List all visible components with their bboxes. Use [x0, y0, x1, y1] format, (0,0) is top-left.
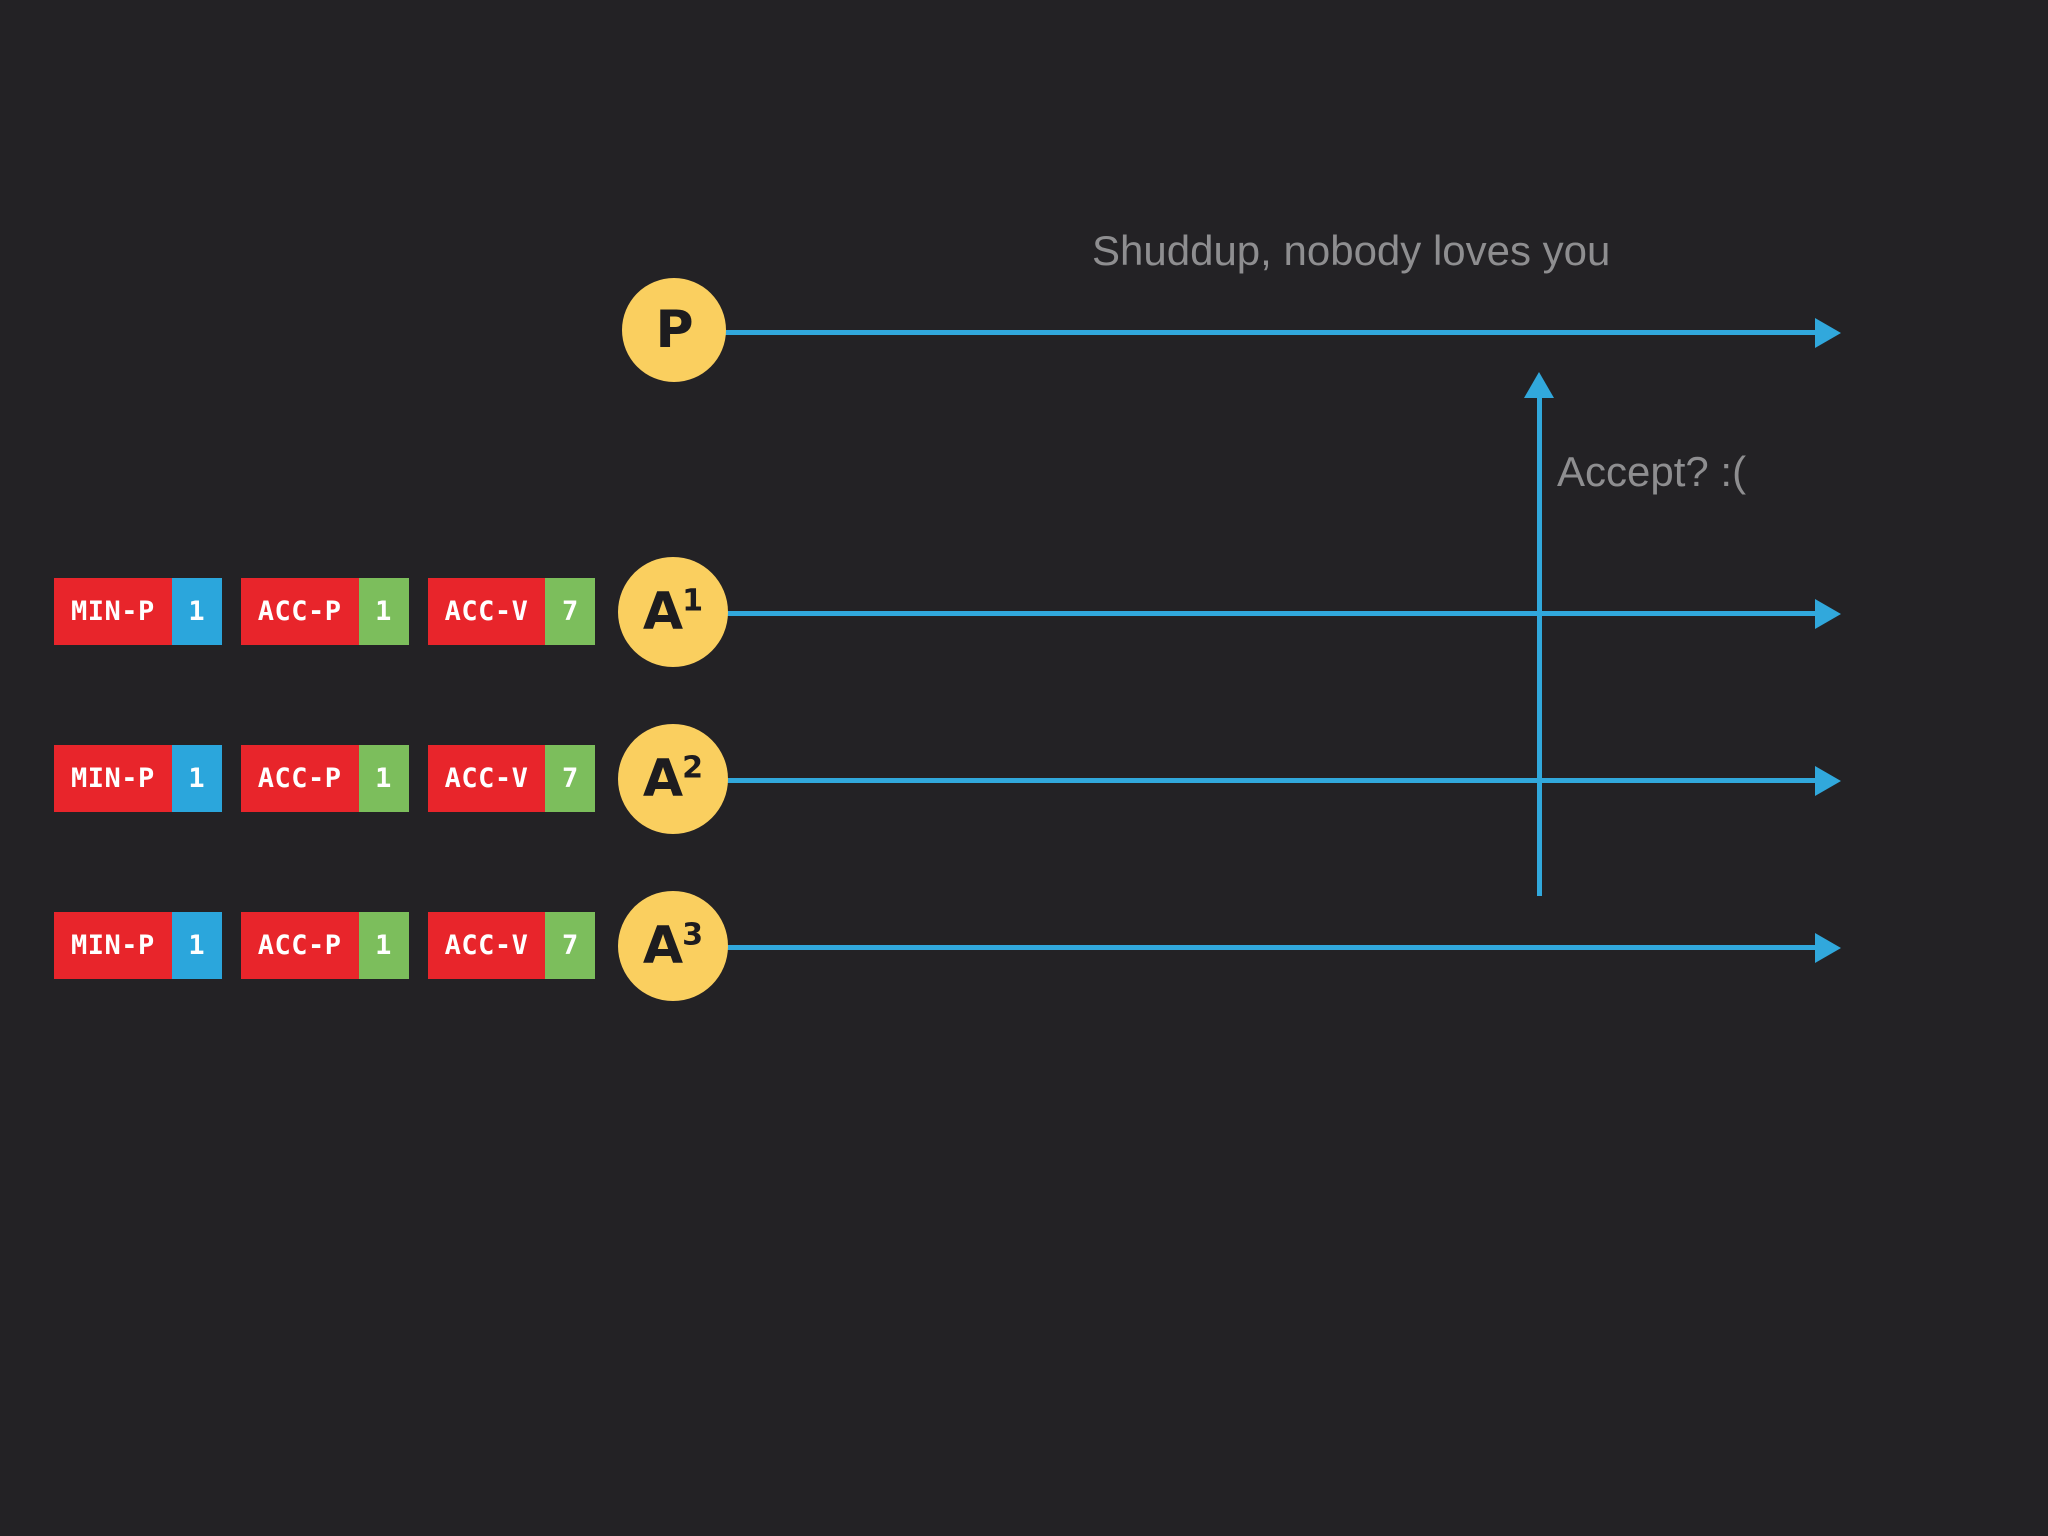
- acceptor2-lifeline-arrowhead: [1815, 766, 1841, 796]
- acceptor2-state-row: MIN-P 1 ACC-P 1 ACC-V 7: [54, 745, 596, 812]
- badge-acc-v-value: 7: [545, 912, 596, 979]
- broadcast-caption: Shuddup, nobody loves you: [1092, 227, 1611, 274]
- acceptor3-state-row: MIN-P 1 ACC-P 1 ACC-V 7: [54, 912, 596, 979]
- badge-acc-v[interactable]: ACC-V 7: [427, 912, 596, 979]
- accept-response-arrowhead: [1524, 372, 1554, 398]
- proposer-lifeline-arrowhead: [1815, 318, 1841, 348]
- node-acceptor2[interactable]: A2: [618, 724, 728, 834]
- badge-acc-v-key: ACC-V: [427, 578, 546, 645]
- badge-acc-p-value: 1: [358, 578, 409, 645]
- badge-acc-v-value: 7: [545, 578, 596, 645]
- acceptor3-lifeline-arrow: [725, 945, 1815, 950]
- accept-response-arrow: [1537, 396, 1542, 896]
- badge-acc-p[interactable]: ACC-P 1: [240, 745, 409, 812]
- badge-min-p-value: 1: [171, 578, 222, 645]
- badge-acc-p-key: ACC-P: [240, 912, 359, 979]
- acceptor1-lifeline-arrowhead: [1815, 599, 1841, 629]
- node-acceptor2-label: A2: [642, 749, 704, 809]
- node-acceptor3[interactable]: A3: [618, 891, 728, 1001]
- badge-acc-p[interactable]: ACC-P 1: [240, 912, 409, 979]
- acceptor2-lifeline-arrow: [725, 778, 1815, 783]
- badge-acc-p-key: ACC-P: [240, 745, 359, 812]
- badge-min-p-value: 1: [171, 912, 222, 979]
- badge-acc-v-key: ACC-V: [427, 745, 546, 812]
- badge-min-p-key: MIN-P: [54, 745, 172, 812]
- acceptor3-lifeline-arrowhead: [1815, 933, 1841, 963]
- badge-min-p-key: MIN-P: [54, 912, 172, 979]
- accept-caption: Accept? :(: [1557, 448, 1747, 495]
- acceptor1-lifeline-arrow: [725, 611, 1815, 616]
- badge-acc-p-value: 1: [358, 912, 409, 979]
- badge-acc-p[interactable]: ACC-P 1: [240, 578, 409, 645]
- node-proposer[interactable]: P: [622, 278, 726, 382]
- badge-min-p[interactable]: MIN-P 1: [54, 578, 222, 645]
- node-acceptor1-label: A1: [642, 582, 704, 642]
- badge-acc-v-key: ACC-V: [427, 912, 546, 979]
- badge-acc-p-key: ACC-P: [240, 578, 359, 645]
- badge-acc-v[interactable]: ACC-V 7: [427, 578, 596, 645]
- node-proposer-label: P: [655, 300, 693, 360]
- badge-acc-v-value: 7: [545, 745, 596, 812]
- badge-min-p-key: MIN-P: [54, 578, 172, 645]
- proposer-lifeline-arrow: [725, 330, 1815, 335]
- acceptor1-state-row: MIN-P 1 ACC-P 1 ACC-V 7: [54, 578, 596, 645]
- node-acceptor1[interactable]: A1: [618, 557, 728, 667]
- badge-min-p[interactable]: MIN-P 1: [54, 745, 222, 812]
- badge-min-p-value: 1: [171, 745, 222, 812]
- badge-min-p[interactable]: MIN-P 1: [54, 912, 222, 979]
- badge-acc-p-value: 1: [358, 745, 409, 812]
- badge-acc-v[interactable]: ACC-V 7: [427, 745, 596, 812]
- node-acceptor3-label: A3: [642, 916, 704, 976]
